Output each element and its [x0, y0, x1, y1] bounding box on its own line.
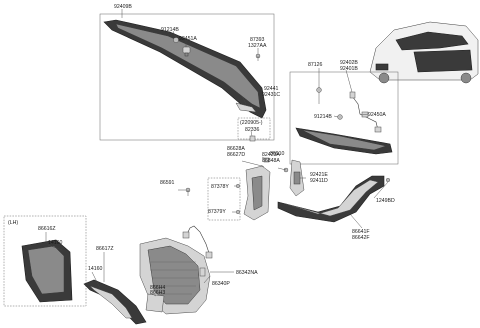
- label-14160-lower: 14160: [88, 266, 103, 272]
- label-86628A: 86628A: [227, 146, 245, 152]
- clip-frame: [207, 177, 241, 221]
- label-91214B-right: 91214B: [314, 114, 332, 120]
- label-87126: 87126: [308, 62, 323, 68]
- label-86910: 86910: [270, 151, 285, 157]
- bulb-socket-part[interactable]: [182, 46, 191, 57]
- clip-part[interactable]: [263, 157, 270, 163]
- label-lh: (LH): [8, 220, 18, 226]
- label-82336: 82336: [245, 127, 260, 133]
- label-92450A: 92450A: [368, 112, 386, 118]
- tail-lamp-assembly-frame: [289, 71, 399, 165]
- lh-frame: [3, 215, 87, 307]
- bumper-sensor-part[interactable]: [199, 267, 206, 277]
- label-92441: 92441: [264, 86, 279, 92]
- label-866H3: 866H3: [150, 290, 165, 296]
- label-92409B: 92409B: [114, 4, 132, 10]
- bumper-harness-part[interactable]: [182, 225, 213, 259]
- label-92421E: 92421E: [310, 172, 328, 178]
- label-1327AA: 1327AA: [248, 43, 267, 49]
- vehicle-thumbnail: [369, 21, 479, 84]
- dated-part-frame: [237, 117, 271, 140]
- part-labels: 92409B 91214B 92451A 87393 1327AA 92441 …: [8, 4, 395, 296]
- label-86627D: 86627D: [227, 152, 245, 158]
- label-1249BD: 1249BD: [376, 198, 395, 204]
- clip-a-part[interactable]: [235, 183, 240, 188]
- high-mount-stop-lamp-part[interactable]: [235, 102, 257, 113]
- lh-mudguard-part[interactable]: [21, 239, 73, 303]
- label-86641F: 86641F: [352, 229, 370, 235]
- label-86340P: 86340P: [212, 281, 230, 287]
- clip-b-part[interactable]: [235, 209, 240, 214]
- side-garnish-bracket-part[interactable]: [243, 165, 271, 221]
- label-86617Z: 86617Z: [96, 246, 114, 252]
- label-86616Z: 86616Z: [38, 226, 56, 232]
- bumper-bracket-part[interactable]: [145, 293, 165, 313]
- label-14160-lh: 14160: [48, 240, 63, 246]
- label-86342NA: 86342NA: [236, 270, 258, 276]
- spoiler-clip-part[interactable]: [249, 135, 256, 142]
- lamp-grommet-part[interactable]: [337, 114, 343, 120]
- label-92451A: 92451A: [179, 36, 197, 42]
- lower-garnish-part[interactable]: [83, 279, 147, 325]
- label-86848A: 86848A: [262, 158, 280, 164]
- spoiler-assembly-frame: [99, 13, 275, 141]
- leader-lines: [45, 9, 389, 297]
- label-86642F: 86642F: [352, 235, 370, 241]
- label-86591: 86591: [160, 180, 175, 186]
- lamp-mount-screw-part[interactable]: [316, 87, 322, 104]
- label-87378Y: 87378Y: [211, 184, 229, 190]
- label-87379Y: 87379Y: [208, 209, 226, 215]
- label-92431C: 92431C: [262, 92, 280, 98]
- label-866H4: 866H4: [150, 285, 165, 291]
- screw-part[interactable]: [255, 53, 261, 61]
- label-92402B: 92402B: [340, 60, 358, 66]
- rear-spoiler-part[interactable]: [103, 19, 267, 119]
- label-92411D: 92411D: [310, 178, 328, 184]
- label-82423A: 82423A: [262, 152, 280, 158]
- tail-gate-lamp-part[interactable]: [295, 127, 393, 155]
- label-220905: (220905-): [240, 120, 263, 126]
- label-91214B-top: 91214B: [161, 27, 179, 33]
- bumper-side-garnish-part[interactable]: [277, 175, 385, 223]
- fastener-part[interactable]: [185, 187, 191, 196]
- grommet-part[interactable]: [173, 37, 179, 43]
- garnish-bolt-part[interactable]: [386, 177, 391, 182]
- label-87393: 87393: [250, 37, 265, 43]
- label-92401B: 92401B: [340, 66, 358, 72]
